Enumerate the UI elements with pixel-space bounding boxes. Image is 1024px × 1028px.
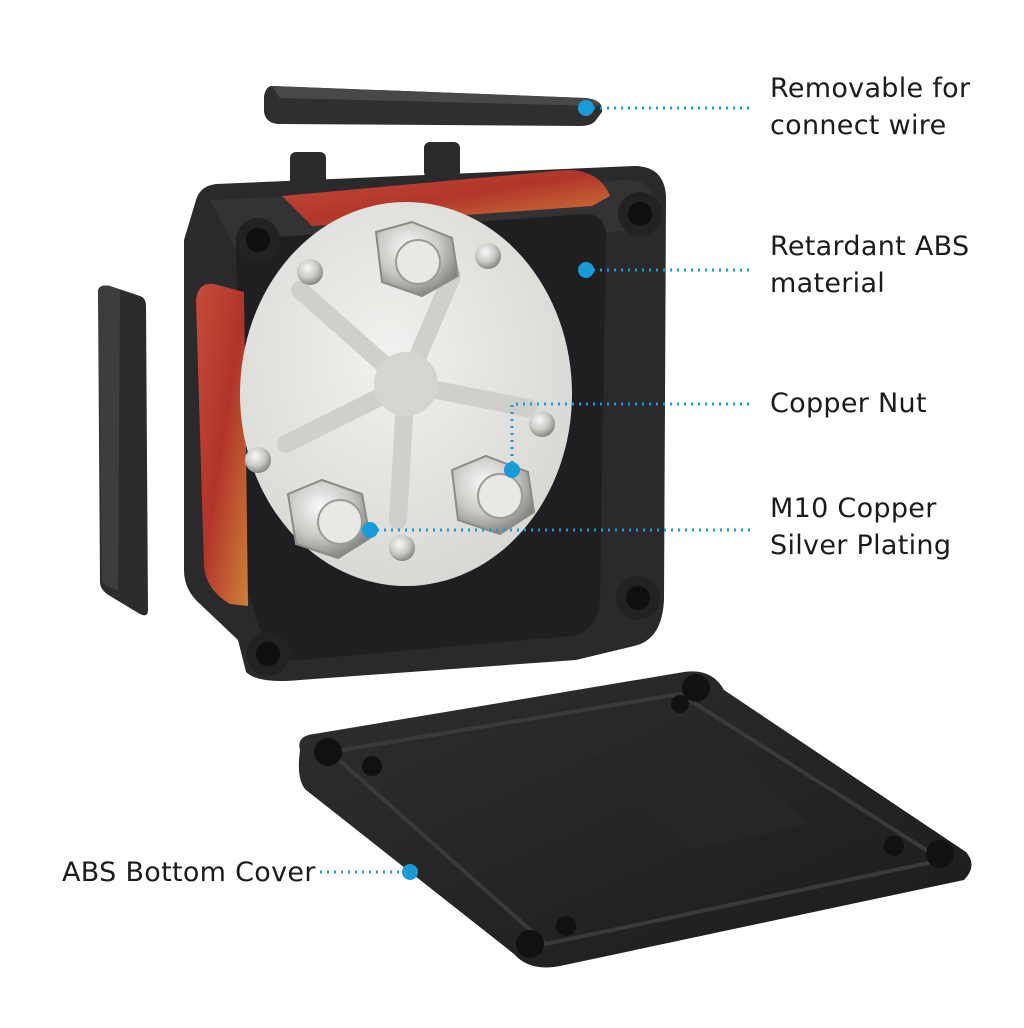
callout-copper-nut-line1: Copper Nut	[770, 388, 927, 419]
corner-holes	[236, 192, 662, 676]
callout-copper-nut: Copper Nut	[770, 385, 927, 422]
callout-removable: Removable for connect wire	[770, 70, 970, 144]
callout-removable-line1: Removable for	[770, 73, 971, 104]
top-cover	[264, 86, 603, 126]
callout-removable-line2: connect wire	[770, 110, 947, 141]
callout-bottom-cover: ABS Bottom Cover	[62, 854, 316, 891]
callout-bottom-cover-line1: ABS Bottom Cover	[62, 857, 316, 888]
callout-m10: M10 Copper Silver Plating	[770, 490, 951, 564]
bottom-cover	[298, 671, 972, 968]
callout-m10-line1: M10 Copper	[770, 493, 937, 524]
callout-retardant-line1: Retardant ABS	[770, 231, 970, 262]
callout-retardant: Retardant ABS material	[770, 228, 969, 302]
red-window-left	[196, 283, 248, 606]
clip-tabs	[290, 142, 460, 186]
callout-retardant-line2: material	[770, 268, 886, 299]
small-screws	[245, 243, 555, 561]
callout-m10-line2: Silver Plating	[770, 530, 952, 561]
callout-dots	[362, 100, 594, 880]
left-cover	[98, 285, 148, 616]
callout-leaders	[320, 106, 752, 874]
